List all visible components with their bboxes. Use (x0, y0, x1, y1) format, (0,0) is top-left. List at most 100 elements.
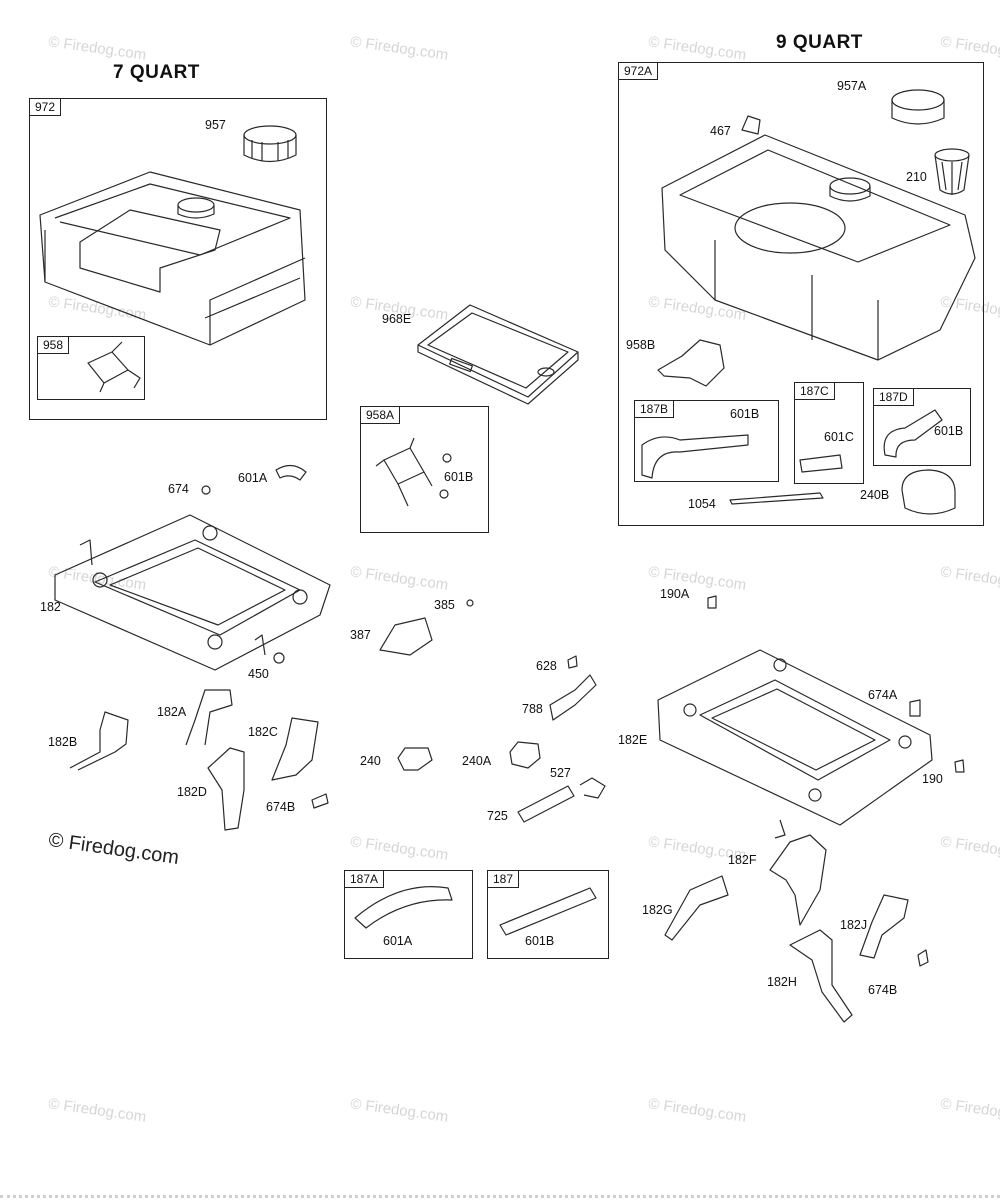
part-label-725: 725 (487, 809, 508, 823)
box-958: 958 (37, 336, 145, 400)
regulator-387-art (379, 617, 433, 656)
part-label-601a-box: 601A (383, 934, 413, 948)
bracket-182d-art (207, 747, 245, 831)
box-972: 972 (29, 98, 327, 420)
box-tag: 187C (795, 383, 835, 400)
part-label-182e: 182E (618, 733, 648, 747)
part-label-182a: 182A (157, 705, 187, 719)
part-label-674: 674 (168, 482, 189, 496)
bracket-182c-art (271, 717, 319, 781)
box-187a: 187A (344, 870, 473, 959)
fuel-cap-957-art (243, 125, 297, 163)
title-7-quart: 7 QUART (113, 62, 200, 83)
part-label-788: 788 (522, 702, 543, 716)
part-label-385: 385 (434, 598, 455, 612)
filter-240b-art (901, 469, 956, 515)
screw-674a-art (909, 699, 921, 717)
valve-958a-art (375, 437, 452, 507)
screw-190-art (954, 759, 965, 773)
part-label-450: 450 (248, 667, 269, 681)
box-tag: 187 (488, 871, 520, 888)
hose-725-art (517, 785, 575, 823)
filter-240a-art (509, 741, 541, 769)
box-tag: 187B (635, 401, 675, 418)
part-label-957: 957 (205, 118, 226, 132)
screw-674b-right-art (917, 949, 929, 967)
part-label-240: 240 (360, 754, 381, 768)
part-label-601b-187b: 601B (730, 407, 760, 421)
box-187d: 187D (873, 388, 971, 466)
screw-674b-art (311, 793, 329, 809)
part-label-628: 628 (536, 659, 557, 673)
box-972a: 972A (618, 62, 984, 526)
part-label-958b: 958B (626, 338, 656, 352)
part-label-601c: 601C (824, 430, 854, 444)
bracket-182g-art (664, 875, 729, 941)
part-label-182g: 182G (642, 903, 673, 917)
clamp-601a-art (275, 464, 307, 481)
valve-958b-art (657, 339, 725, 387)
hose-601b-art (499, 887, 597, 936)
part-label-210: 210 (906, 170, 927, 184)
box-187: 187 (487, 870, 609, 959)
screw-190a-art (707, 595, 717, 609)
fuel-tank-972a-art (661, 134, 976, 361)
part-label-182d: 182D (177, 785, 207, 799)
box-tag: 187A (345, 871, 385, 888)
part-label-674b-right: 674B (868, 983, 898, 997)
box-tag: 972 (30, 99, 62, 116)
box-tag: 187D (874, 389, 914, 406)
part-467-art (741, 115, 761, 135)
part-label-601a: 601A (238, 471, 268, 485)
box-tag: 958 (38, 337, 70, 354)
base-182-art (54, 514, 331, 671)
part-label-601b-187d: 601B (934, 424, 964, 438)
valve-958-art (87, 341, 141, 393)
part-label-957a: 957A (837, 79, 867, 93)
part-label-674b: 674B (266, 800, 296, 814)
box-958a: 958A (360, 406, 489, 533)
cover-968e-art (417, 304, 579, 405)
bracket-182f-art (769, 834, 827, 926)
tie-1054-art (729, 492, 824, 505)
part-label-182f: 182F (728, 853, 757, 867)
part-label-190a: 190A (660, 587, 690, 601)
bracket-788-art (549, 674, 597, 721)
bracket-182h-art (789, 929, 853, 1023)
part-label-240b: 240B (860, 488, 890, 502)
part-label-527: 527 (550, 766, 571, 780)
washer-450-art (273, 652, 285, 664)
box-187b: 187B (634, 400, 779, 482)
filter-240-art (397, 747, 433, 771)
part-label-182: 182 (40, 600, 61, 614)
bracket-182a-art (185, 689, 233, 746)
box-187c: 187C (794, 382, 864, 484)
part-label-190: 190 (922, 772, 943, 786)
part-label-182h: 182H (767, 975, 797, 989)
part-label-601b: 601B (444, 470, 474, 484)
part-label-674a: 674A (868, 688, 898, 702)
box-tag: 958A (361, 407, 401, 424)
part-label-182c: 182C (248, 725, 278, 739)
bracket-182b-art (69, 711, 129, 771)
title-9-quart: 9 QUART (776, 32, 863, 53)
screw-385-art (466, 599, 474, 607)
part-label-601b-box: 601B (525, 934, 555, 948)
part-label-467: 467 (710, 124, 731, 138)
clamp-527-art (579, 777, 606, 799)
base-182e-art (657, 649, 933, 839)
fuel-tank-972-art (39, 171, 306, 346)
hose-601c-art (799, 454, 843, 473)
hose-601b-187b-art (641, 434, 749, 479)
box-tag: 972A (619, 63, 659, 80)
hose-601b-187d-art (883, 409, 943, 458)
part-label-182j: 182J (840, 918, 868, 932)
part-label-387: 387 (350, 628, 371, 642)
fuel-cap-957a-art (891, 89, 945, 125)
part-label-182b: 182B (48, 735, 78, 749)
bottom-rule (0, 1195, 1000, 1198)
strainer-210-art (934, 148, 970, 195)
part-label-1054: 1054 (688, 497, 716, 511)
